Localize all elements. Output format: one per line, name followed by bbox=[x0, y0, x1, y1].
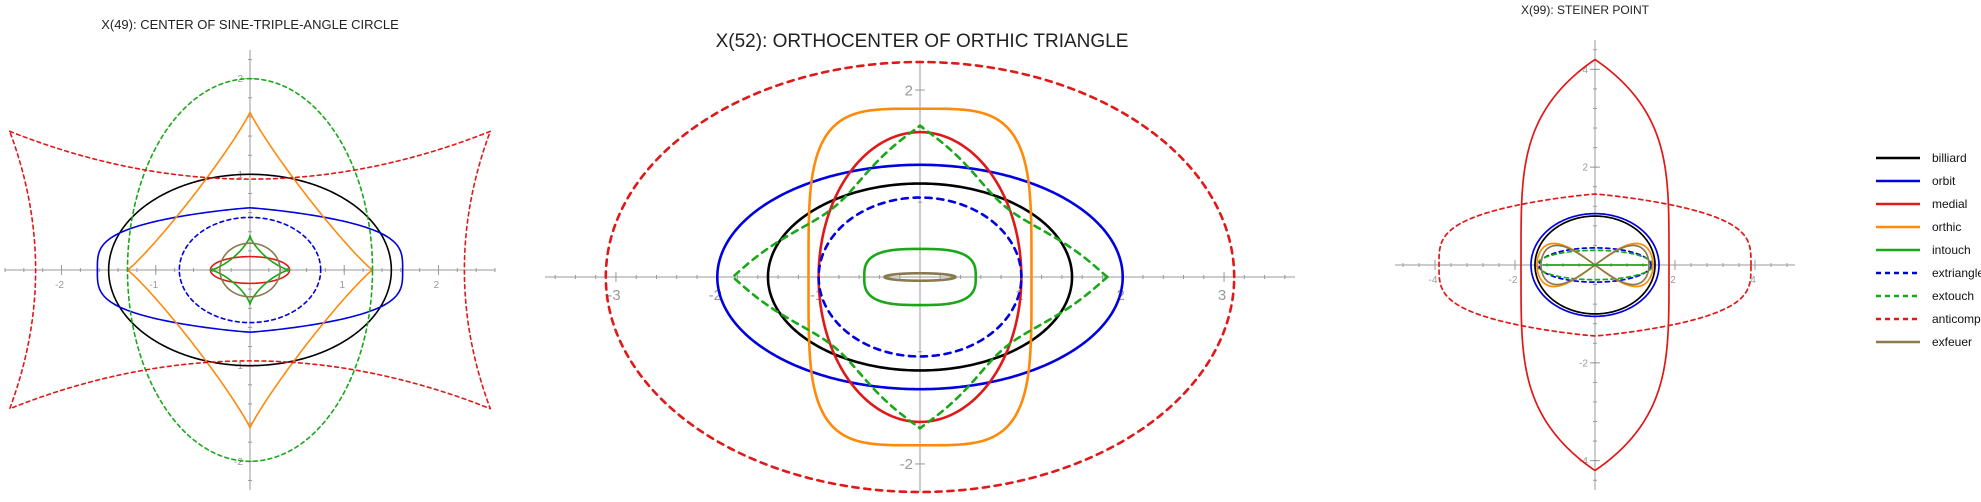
legend-label: exfeuer bbox=[1932, 335, 1972, 349]
legend-entry: intouch bbox=[1876, 243, 1971, 257]
legend-label: orbit bbox=[1932, 174, 1956, 188]
chart-title: X(52): ORTHOCENTER OF ORTHIC TRIANGLE bbox=[716, 31, 1129, 52]
x-tick-label: -2 bbox=[1509, 275, 1518, 286]
x-tick-label: -1 bbox=[149, 280, 158, 291]
series-line-orbit bbox=[1530, 212, 1660, 318]
series-line-extriangle bbox=[178, 216, 322, 324]
legend-entry: billiard bbox=[1876, 151, 1967, 165]
x-tick-label: 2 bbox=[1670, 275, 1676, 286]
legend-label: anticompl bbox=[1932, 312, 1981, 326]
x-tick-label: -3 bbox=[607, 287, 620, 304]
series-line-extriangle bbox=[817, 196, 1023, 358]
series-line-extriangle bbox=[1538, 247, 1652, 283]
legend-label: medial bbox=[1932, 197, 1967, 211]
series-line-exfeuer bbox=[1540, 244, 1650, 286]
legend-entry: exfeuer bbox=[1876, 335, 1972, 349]
y-tick-label: 2 bbox=[1582, 163, 1588, 174]
legend-entry: anticompl bbox=[1876, 312, 1981, 326]
legend-label: orthic bbox=[1932, 220, 1961, 234]
y-tick-label: -2 bbox=[1579, 358, 1588, 369]
legend-entry: extriangle bbox=[1876, 266, 1981, 280]
series-line-orbit bbox=[716, 163, 1124, 391]
legend-entry: orbit bbox=[1876, 174, 1956, 188]
x-tick-label: 3 bbox=[1218, 287, 1226, 304]
series-line-anticompl bbox=[1438, 193, 1752, 337]
x-tick-label: 1 bbox=[339, 280, 345, 291]
series-line-anticompl bbox=[8, 130, 492, 410]
series-line-billiard bbox=[1534, 215, 1656, 315]
series-line-billiard bbox=[107, 173, 393, 367]
series-line-billiard bbox=[766, 182, 1074, 372]
y-tick-label: -2 bbox=[900, 456, 913, 473]
series-line-orbit bbox=[96, 207, 404, 333]
series-line-orthic bbox=[1536, 242, 1654, 288]
legend-entry: medial bbox=[1876, 197, 1967, 211]
series-line-medial bbox=[1520, 58, 1670, 472]
series-line-exfeuer bbox=[883, 271, 957, 283]
chart-title: X(99): STEINER POINT bbox=[1521, 3, 1650, 17]
legend-label: billiard bbox=[1932, 151, 1967, 165]
chart-title: X(49): CENTER OF SINE-TRIPLE-ANGLE CIRCL… bbox=[101, 17, 399, 32]
series-line-exfeuer bbox=[219, 242, 281, 298]
y-tick-label: -2 bbox=[234, 457, 243, 468]
legend-label: intouch bbox=[1932, 243, 1971, 257]
x-tick-label: 4 bbox=[1750, 275, 1756, 286]
series-line-orthic bbox=[807, 107, 1033, 447]
legend-entry: extouch bbox=[1876, 289, 1974, 303]
x-tick-label: -2 bbox=[55, 280, 64, 291]
x-tick-label: 2 bbox=[434, 280, 440, 291]
y-tick-label: -1 bbox=[234, 361, 243, 372]
legend: billiard orbit medial orthic intouch ext… bbox=[1876, 151, 1981, 349]
series-line-intouch bbox=[862, 247, 978, 307]
y-tick-label: 2 bbox=[905, 82, 913, 99]
series-line-extouch bbox=[126, 77, 374, 463]
y-tick-label: 4 bbox=[1582, 65, 1588, 76]
legend-label: extouch bbox=[1932, 289, 1974, 303]
x-tick-label: -4 bbox=[1429, 275, 1438, 286]
series-line-intouch bbox=[209, 234, 291, 306]
series-line-extouch bbox=[731, 124, 1109, 430]
legend-entry: orthic bbox=[1876, 220, 1961, 234]
legend-label: extriangle bbox=[1932, 266, 1981, 280]
series-line-anticompl bbox=[604, 60, 1236, 494]
